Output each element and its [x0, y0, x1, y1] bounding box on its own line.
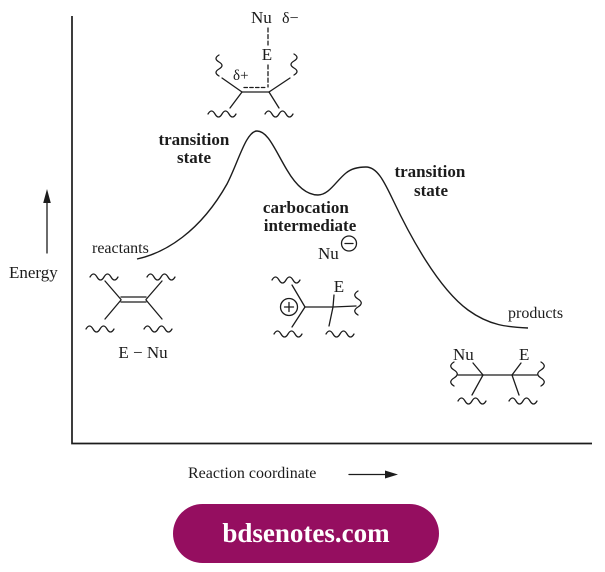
bond — [332, 294, 335, 308]
ts-e-label: E — [262, 45, 272, 64]
bond — [511, 362, 522, 376]
wavy-bond — [457, 397, 487, 405]
products-structure: Nu E — [450, 345, 545, 405]
intermediate-e-label: E — [334, 277, 344, 296]
transition-state-1-label: transition state — [158, 130, 233, 167]
wavy-bond — [146, 273, 176, 281]
bond — [328, 306, 334, 327]
transition-state-structure: Nu δ− E δ+ — [207, 8, 299, 118]
transition-state-2-label: transition state — [394, 162, 469, 200]
wavy-bond — [264, 110, 294, 118]
bond — [511, 374, 520, 396]
bond — [291, 306, 306, 328]
bond — [471, 374, 484, 396]
energy-curve — [136, 130, 529, 329]
wavy-bond — [85, 325, 115, 333]
axis-lines — [71, 16, 592, 445]
ts-delta-minus-label: δ− — [282, 10, 299, 27]
carbocation-intermediate-label: carbocation intermediate — [263, 198, 357, 235]
bond — [332, 305, 357, 308]
reaction-coordinate-arrow — [348, 470, 398, 479]
bond — [104, 299, 122, 320]
wavy-bond — [325, 330, 355, 338]
wavy-bond — [273, 330, 303, 338]
nucleophile-anion: Nu — [318, 235, 358, 263]
circled-minus-icon — [340, 235, 358, 252]
wavy-bond — [207, 110, 237, 118]
bond — [229, 91, 243, 109]
reagent-label: E − Nu — [118, 343, 168, 362]
right-arrow-icon — [385, 470, 398, 479]
bond — [221, 77, 243, 93]
product-nu-label: Nu — [453, 345, 474, 364]
product-e-label: E — [519, 345, 529, 364]
ts-nu-label: Nu — [251, 8, 272, 27]
wavy-bond — [354, 290, 362, 316]
bond — [291, 284, 306, 308]
wavy-bond — [290, 53, 298, 76]
carbocation-structure: E — [271, 276, 362, 338]
ts-delta-plus-label: δ+ — [233, 68, 249, 84]
bdsenotes-banner[interactable]: bdsenotes.com — [173, 504, 439, 563]
bond — [472, 362, 484, 376]
wavy-bond — [89, 273, 119, 281]
products-label: products — [508, 305, 563, 322]
banner-label: bdsenotes.com — [222, 518, 390, 548]
reactants-structure: E − Nu — [85, 273, 176, 362]
bond — [145, 280, 163, 301]
wavy-bond — [143, 325, 173, 333]
bond — [145, 299, 163, 320]
circled-plus-icon — [279, 297, 299, 317]
x-axis-label: Reaction coordinate — [188, 465, 316, 482]
wavy-bond — [508, 397, 538, 405]
bond — [268, 91, 280, 109]
reactants-label: reactants — [92, 240, 149, 257]
wavy-bond — [450, 361, 458, 387]
wavy-bond — [215, 54, 223, 77]
bond — [268, 77, 291, 93]
anion-nu-label: Nu — [318, 244, 339, 263]
wavy-bond — [537, 361, 545, 387]
energy-axis-label: Energy — [9, 263, 58, 282]
wavy-bond — [271, 276, 301, 284]
bond — [104, 280, 122, 301]
energy-arrow — [43, 189, 51, 254]
up-arrow-icon — [43, 189, 51, 203]
